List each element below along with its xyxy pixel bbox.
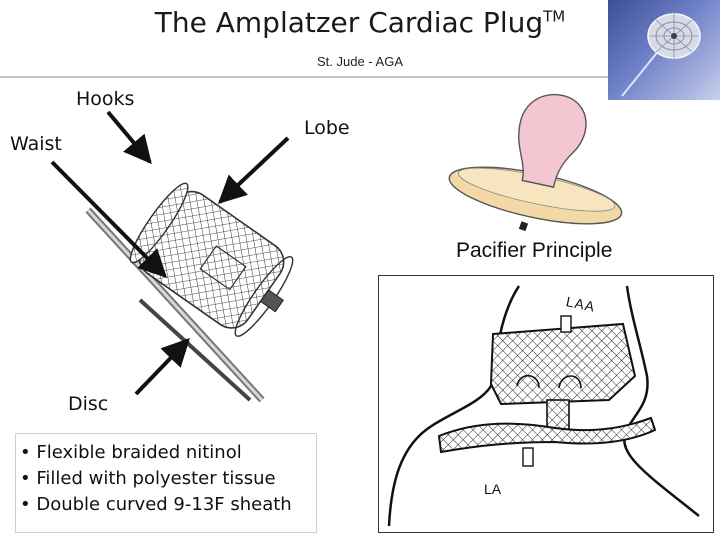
features-box: Flexible braided nitinol Filled with pol… bbox=[15, 433, 317, 533]
header-divider bbox=[0, 76, 610, 78]
page-title: The Amplatzer Cardiac PlugTM bbox=[0, 6, 720, 39]
arrow-hooks bbox=[106, 110, 152, 165]
pacifier-principle-label: Pacifier Principle bbox=[456, 239, 613, 262]
laa-device-disc bbox=[437, 416, 657, 454]
features-list: Flexible braided nitinol Filled with pol… bbox=[16, 434, 316, 518]
feature-item: Filled with polyester tissue bbox=[20, 466, 316, 492]
title-text: The Amplatzer Cardiac Plug bbox=[154, 6, 544, 39]
laa-device-lobe bbox=[489, 322, 637, 406]
feature-item: Flexible braided nitinol bbox=[20, 440, 316, 466]
arrow-disc bbox=[134, 337, 190, 396]
device-disc bbox=[138, 298, 252, 402]
arrow-waist bbox=[50, 160, 167, 278]
label-la: LA bbox=[484, 481, 502, 497]
device-photo-icon bbox=[621, 13, 701, 97]
device-illustration bbox=[50, 110, 294, 403]
feature-item: Double curved 9-13F sheath bbox=[20, 492, 316, 518]
device-waist bbox=[199, 245, 247, 291]
pacifier-illustration bbox=[448, 93, 623, 232]
trademark-mark: TM bbox=[543, 7, 566, 26]
device-hub bbox=[259, 289, 285, 313]
arrow-lobe bbox=[217, 136, 290, 204]
laa-anatomy-panel bbox=[378, 275, 714, 533]
label-disc: Disc bbox=[68, 393, 109, 415]
device-photo-thumbnail bbox=[608, 0, 720, 100]
page-subtitle: St. Jude - AGA bbox=[317, 54, 403, 69]
label-waist: Waist bbox=[10, 133, 62, 155]
pacifier-bulb bbox=[518, 93, 587, 188]
laa-anatomy-illustration bbox=[387, 285, 700, 527]
label-hooks: Hooks bbox=[76, 88, 135, 110]
label-lobe: Lobe bbox=[304, 117, 350, 139]
